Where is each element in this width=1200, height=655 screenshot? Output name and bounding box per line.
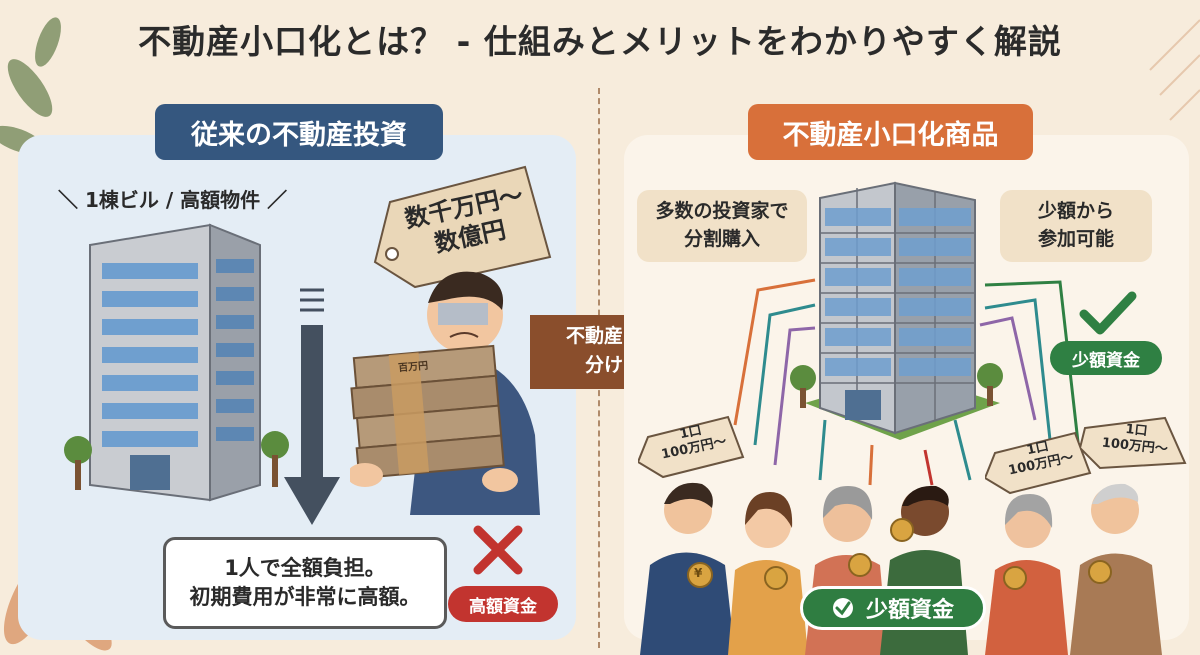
- bubble-left-line1: 多数の投資家で: [655, 200, 789, 223]
- office-building-icon: [64, 223, 289, 502]
- unit-price-tag-mid-icon: [985, 431, 1092, 495]
- small-capital-badge: 少額資金: [1050, 341, 1162, 375]
- high-capital-badge: 高額資金: [448, 586, 558, 622]
- bubble-right-line1: 少額から: [1037, 200, 1114, 223]
- note-line2: 初期費用が非常に高額。: [189, 585, 421, 609]
- split-purchase-bubble: 多数の投資家で 分割購入: [637, 190, 807, 262]
- fractional-building-icon: [790, 181, 1003, 440]
- bubble-right-line2: 参加可能: [1037, 228, 1114, 250]
- price-tag-icon: [373, 165, 552, 289]
- single-building-label: ＼ 1棟ビル / 高額物件 ／: [58, 188, 288, 212]
- check-icon: [1079, 291, 1137, 335]
- check-small-icon: [832, 598, 853, 618]
- money-band-label: 百万円: [397, 360, 429, 375]
- worried-investor-icon: [350, 271, 540, 515]
- bubble-left-line2: 分割購入: [683, 228, 760, 250]
- full-burden-note: 1人で全額負担。 初期費用が非常に高額。: [163, 537, 447, 629]
- small-amount-bubble: 少額から 参加可能: [1000, 190, 1152, 262]
- small-capital-badge-large: 少額資金: [800, 586, 986, 630]
- fractional-product-heading: 不動産小口化商品: [748, 104, 1033, 160]
- coin-symbol: ¥: [694, 566, 703, 580]
- cross-icon: [473, 525, 523, 575]
- unit-price-tag-right-icon: [1080, 416, 1187, 470]
- note-line1: 1人で全額負担。: [224, 555, 386, 580]
- page-title: 不動産小口化とは？ - 仕組みとメリットをわかりやすく解説: [138, 22, 1062, 61]
- traditional-investment-heading: 従来の不動産投資: [155, 104, 443, 160]
- unit-price-tag-left-icon: [638, 415, 745, 479]
- investors-group-icon: [640, 482, 1162, 655]
- down-arrow-icon: [284, 288, 340, 525]
- badge-big-label: 少額資金: [865, 598, 954, 623]
- investment-arrows-icon: [733, 278, 1082, 486]
